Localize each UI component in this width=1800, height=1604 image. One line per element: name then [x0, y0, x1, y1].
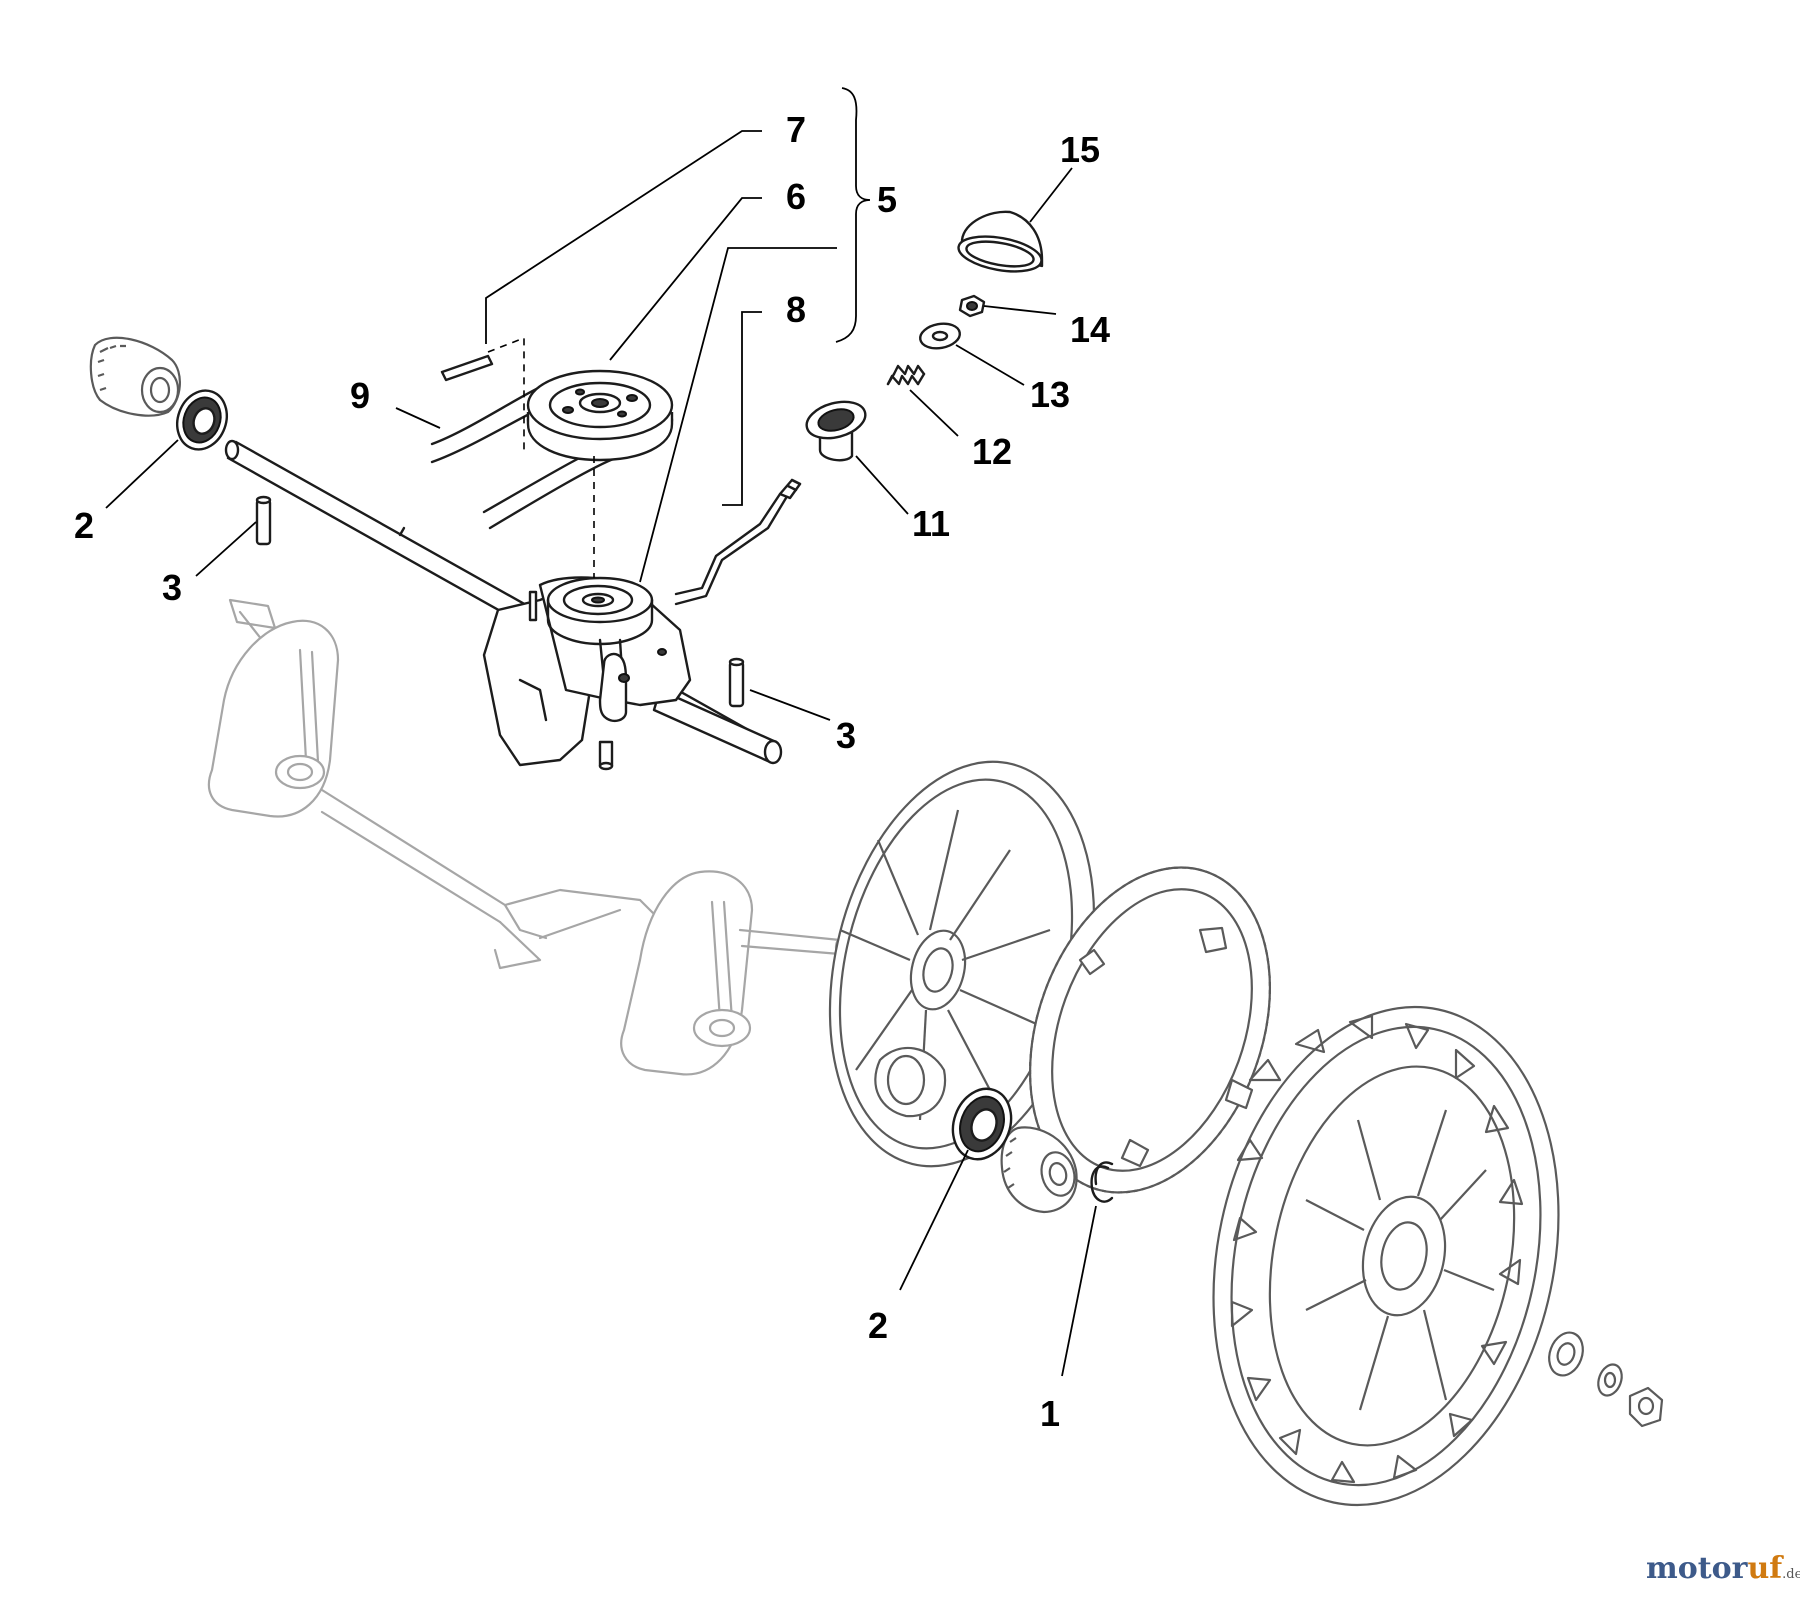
callout-3-right: 3 — [836, 715, 856, 756]
callout-numbers: 7 6 5 8 9 2 3 3 11 12 13 14 15 2 1 — [74, 109, 1110, 1434]
roll-pin-left — [255, 495, 272, 546]
callout-11: 11 — [912, 503, 950, 544]
watermark-suffix: .de — [1782, 1567, 1800, 1582]
ring-gear — [1028, 866, 1272, 1194]
nut-upper — [958, 294, 986, 318]
callout-9: 9 — [350, 375, 370, 416]
callout-1: 1 — [1040, 1393, 1060, 1434]
pulley — [526, 369, 674, 462]
rear-wheel — [1212, 1005, 1560, 1507]
svg-text:motoruf.de: motoruf.de — [1646, 1551, 1800, 1586]
watermark-part-a: motor — [1646, 1551, 1749, 1586]
callout-3-left: 3 — [162, 567, 182, 608]
roll-pin-right — [728, 657, 745, 708]
bearing-lower — [951, 1087, 1013, 1161]
watermark-logo: motoruf.de — [1646, 1551, 1800, 1586]
callout-14: 14 — [1070, 309, 1110, 350]
wheel-bearing — [1548, 1331, 1584, 1377]
watermark-part-b: uf — [1747, 1551, 1784, 1586]
wheel-washer — [1597, 1363, 1623, 1397]
callout-12: 12 — [972, 431, 1012, 472]
callout-5: 5 — [877, 179, 897, 220]
gearbox — [482, 576, 692, 771]
height-adjust-frame — [207, 598, 850, 1076]
leader-lines — [105, 87, 1097, 1377]
hub-cap — [957, 210, 1044, 273]
washer-upper — [918, 322, 962, 350]
bushing — [805, 400, 867, 462]
callout-6: 6 — [786, 176, 806, 217]
callout-13: 13 — [1030, 374, 1070, 415]
wheel-nut — [1628, 1386, 1664, 1428]
callout-2-upper: 2 — [74, 505, 94, 546]
shift-rod — [674, 478, 802, 606]
callout-7: 7 — [786, 109, 806, 150]
callout-15: 15 — [1060, 129, 1100, 170]
pinion-gear-upper — [89, 336, 181, 417]
bearing-upper — [176, 389, 228, 451]
callout-8: 8 — [786, 289, 806, 330]
callout-2-lower: 2 — [868, 1305, 888, 1346]
key-pin — [440, 354, 494, 382]
circlip — [1090, 1161, 1114, 1203]
pinion-gear-lower — [1000, 1126, 1078, 1214]
spring — [886, 364, 926, 386]
